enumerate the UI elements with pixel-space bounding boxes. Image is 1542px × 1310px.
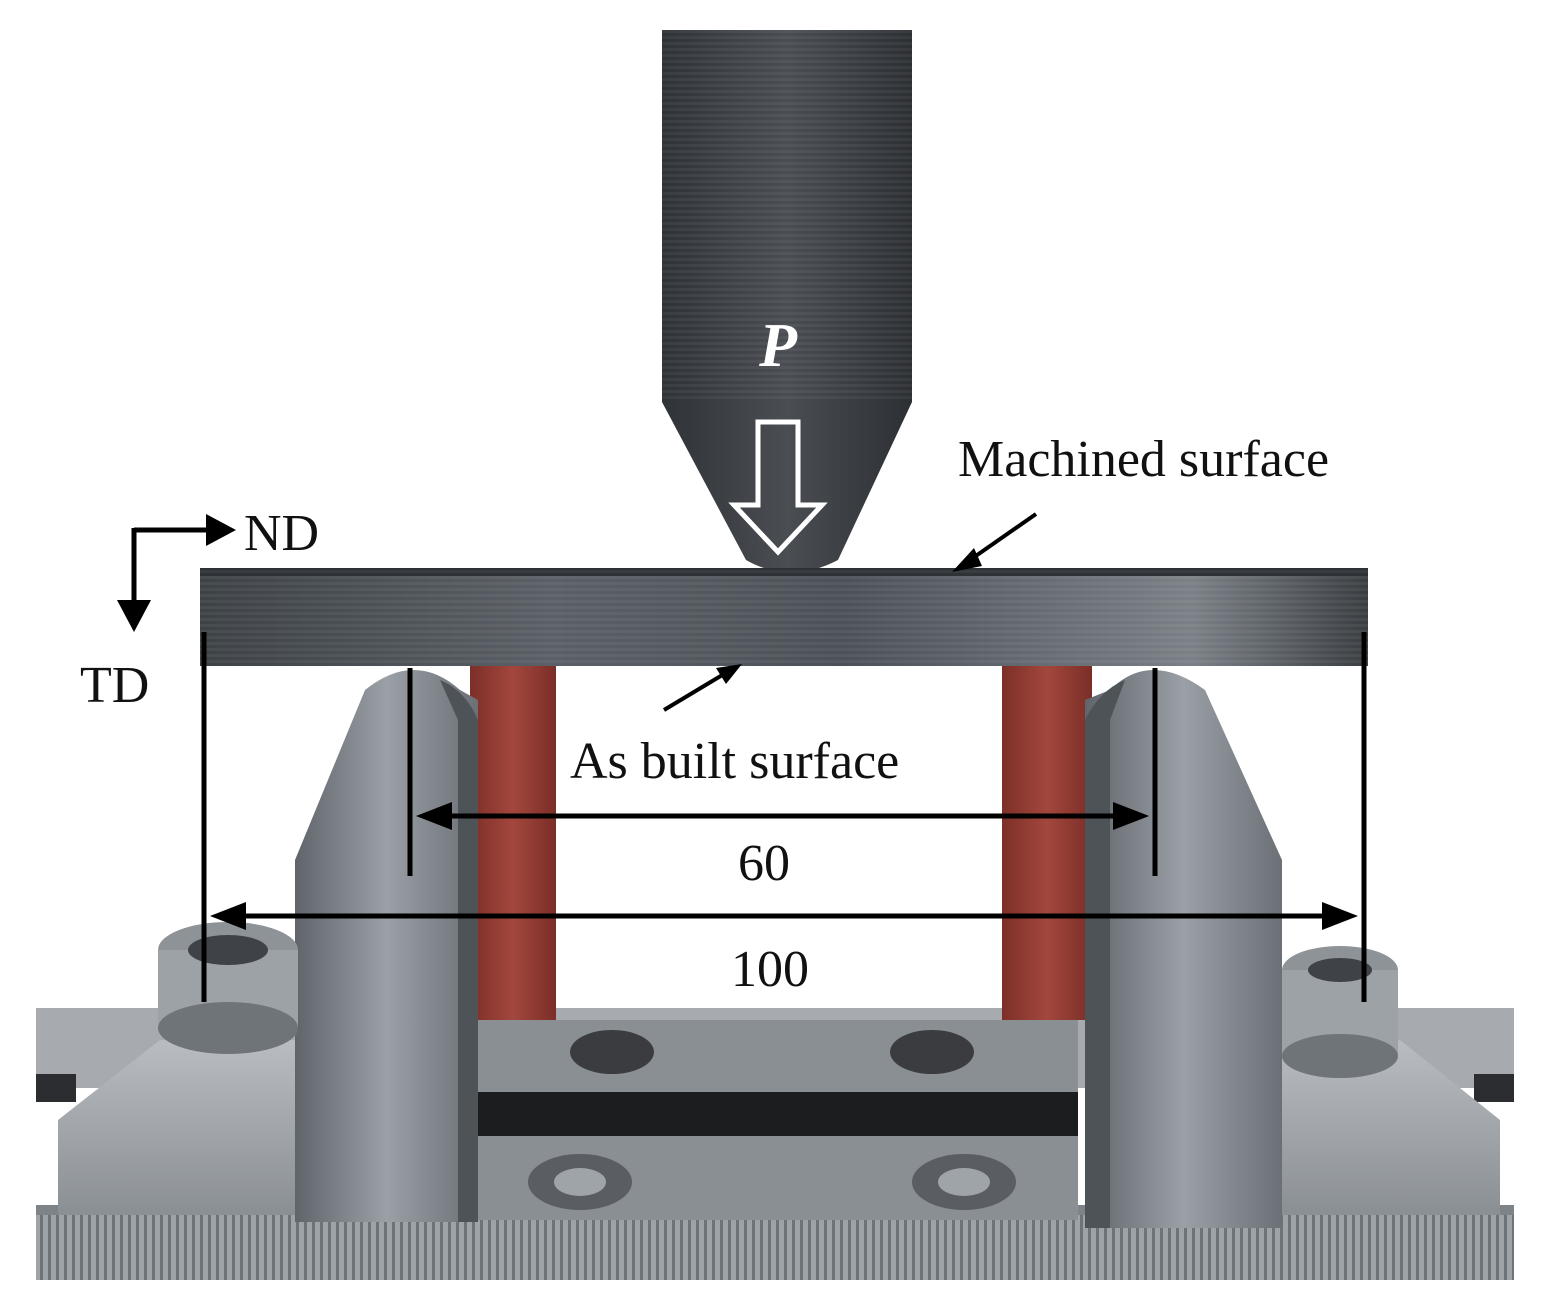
red-frame-right xyxy=(1002,660,1092,1020)
as-built-surface-arrowhead-icon xyxy=(716,664,742,684)
left-nut-bottom xyxy=(158,1002,298,1054)
right-support-body xyxy=(1085,670,1282,1228)
left-nut-hex xyxy=(188,935,268,965)
center-slot xyxy=(478,1092,1078,1136)
rail-slot-right xyxy=(1474,1074,1514,1102)
bolt-hex-3 xyxy=(554,1168,606,1196)
punch-streaks xyxy=(662,30,912,402)
axis-td-arrowhead-icon xyxy=(117,600,151,632)
dim-outer-label: 100 xyxy=(731,941,809,998)
dim-inner-arrow-left-icon xyxy=(416,802,452,830)
load-label: P xyxy=(758,312,798,380)
left-support-body xyxy=(295,670,478,1222)
machined-surface-label: Machined surface xyxy=(958,431,1329,488)
specimen-streaks xyxy=(200,568,1368,666)
axis-td-label: TD xyxy=(80,657,149,714)
as-built-surface-label: As built surface xyxy=(570,733,899,790)
rail-slot-left xyxy=(36,1074,76,1102)
dim-inner-label: 60 xyxy=(738,835,790,892)
axis-nd-label: ND xyxy=(244,505,319,562)
dim-inner-arrow-right-icon xyxy=(1113,802,1149,830)
bolt-head-2 xyxy=(890,1030,974,1074)
rail-lower xyxy=(36,1210,1514,1280)
dim-outer-arrow-left-icon xyxy=(210,902,246,930)
bolt-head-1 xyxy=(570,1030,654,1074)
machined-surface-arrowhead-icon xyxy=(952,548,982,572)
axis-nd-arrowhead-icon xyxy=(206,514,236,546)
bolt-hex-4 xyxy=(938,1168,990,1196)
machined-surface-leader xyxy=(968,512,1038,562)
load-arrow-icon xyxy=(728,419,828,556)
as-built-surface-leader xyxy=(662,672,726,712)
red-frame-left xyxy=(470,660,556,1020)
right-nut-bottom xyxy=(1282,1034,1398,1078)
dim-outer-arrow-right-icon xyxy=(1322,902,1358,930)
left-support-base xyxy=(58,1040,300,1215)
right-nut-hex xyxy=(1308,958,1372,982)
right-support-base xyxy=(1262,1040,1500,1215)
